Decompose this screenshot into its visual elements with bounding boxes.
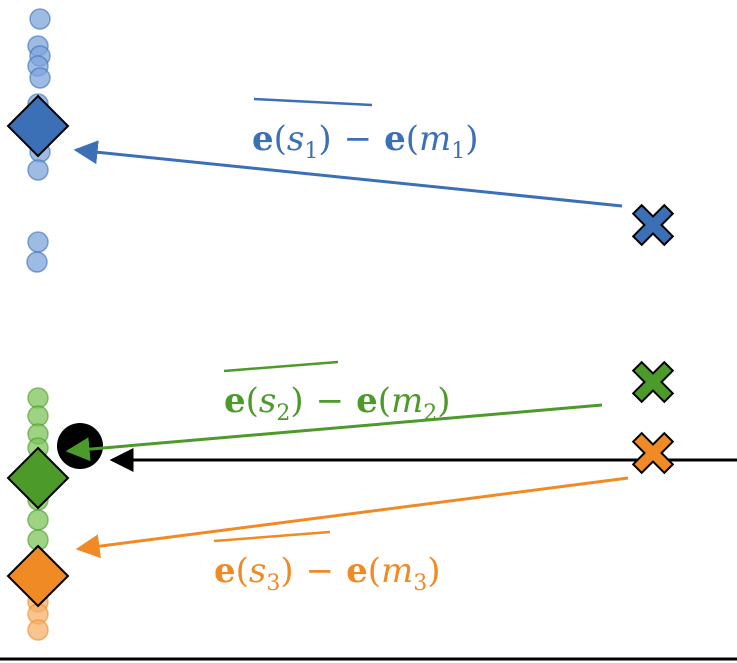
blue-dot (26, 251, 48, 273)
blue-dot (29, 67, 51, 89)
green-label-s-sub: 2 (276, 401, 290, 426)
target-dot (57, 423, 103, 469)
green-arrow (65, 403, 603, 462)
green-label-m: m (391, 381, 423, 421)
orange-label-s-sub: 3 (266, 571, 280, 596)
orange-arrow (75, 476, 629, 559)
blue-label-minus: − (344, 119, 373, 159)
blue-label-overline (253, 97, 373, 107)
blue-label-m: m (419, 119, 451, 159)
blue-dot (29, 8, 51, 30)
blue-label-e2: e (384, 119, 406, 159)
blue-label: e(s1)−e(m1) (252, 97, 479, 164)
orange-diamond-icon (6, 544, 70, 608)
orange-cross-icon (631, 431, 675, 475)
blue-label-s-sub: 1 (304, 139, 318, 164)
svg-text:e(s3)−e(m3): e(s3)−e(m3) (214, 551, 441, 596)
orange-label-e2: e (346, 551, 368, 591)
orange-label-m: m (381, 551, 413, 591)
green-label: e(s2)−e(m2) (223, 360, 451, 426)
green-dot (27, 509, 49, 531)
green-label-minus: − (316, 381, 345, 421)
svg-text:e(s2)−e(m2): e(s2)−e(m2) (224, 381, 451, 426)
orange-label-e1: e (214, 551, 236, 591)
blue-dot (27, 231, 49, 253)
blue-dot (27, 159, 49, 181)
svg-text:e(s1)−e(m1): e(s1)−e(m1) (252, 119, 479, 164)
orange-label-minus: − (306, 551, 335, 591)
green-dot (27, 405, 49, 427)
blue-label-s: s (287, 119, 304, 159)
blue-diamond-icon (6, 94, 70, 158)
green-cross-icon (631, 360, 675, 404)
orange-label: e(s3)−e(m3) (213, 530, 441, 596)
blue-cross-icon (631, 203, 675, 247)
green-label-e2: e (356, 381, 378, 421)
blue-arrow (73, 140, 623, 208)
blue-label-e1: e (252, 119, 274, 159)
orange-label-overline (213, 530, 331, 543)
green-dot (27, 387, 49, 409)
orange-label-s: s (249, 551, 266, 591)
green-label-overline (223, 360, 339, 373)
green-label-m-sub: 2 (423, 401, 437, 426)
orange-label-m-sub: 3 (413, 571, 427, 596)
green-label-s: s (259, 381, 276, 421)
green-diamond-icon (6, 446, 70, 510)
orange-dot (27, 619, 49, 641)
blue-label-m-sub: 1 (451, 139, 465, 164)
green-label-e1: e (224, 381, 246, 421)
